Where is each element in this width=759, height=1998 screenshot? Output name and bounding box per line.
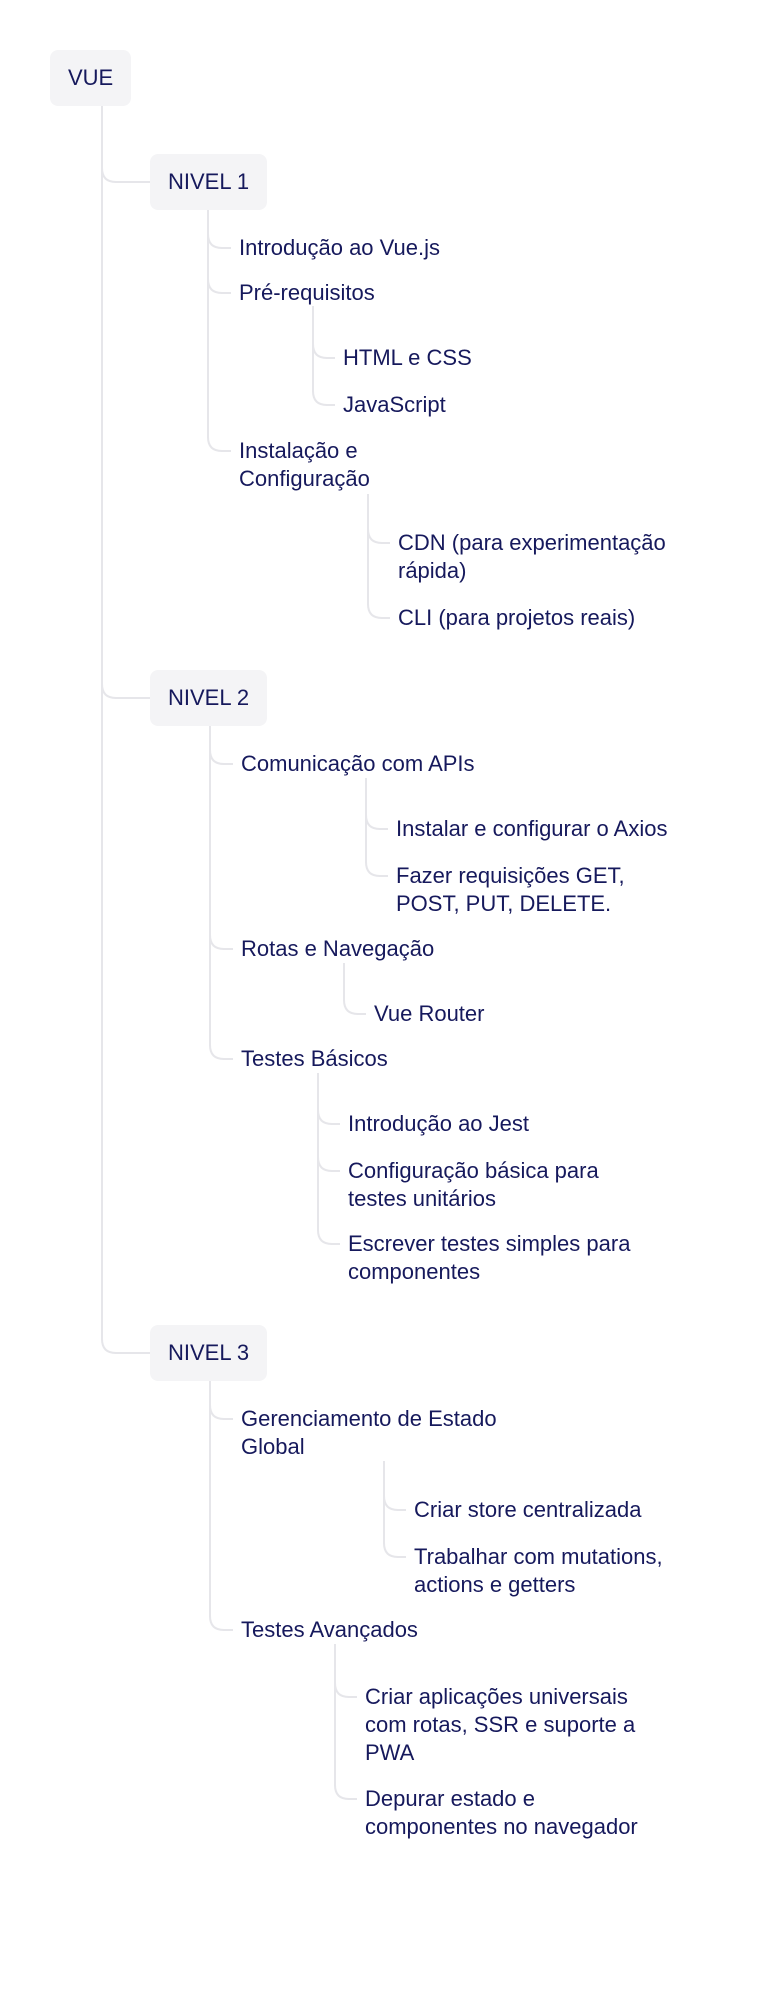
- subtopic-mutations[interactable]: Trabalhar com mutations, actions e gette…: [414, 1544, 663, 1597]
- connector-line: [383, 1461, 406, 1511]
- connector-line: [312, 306, 335, 406]
- topic-instalacao[interactable]: Instalação e Configuração: [239, 438, 370, 491]
- connector-line: [101, 106, 150, 1354]
- connector-line: [209, 726, 233, 1060]
- connector-line: [312, 306, 335, 359]
- subtopic-cli[interactable]: CLI (para projetos reais): [398, 605, 636, 630]
- connector-line: [365, 778, 388, 830]
- connector-line: [207, 210, 231, 249]
- connector-line: [101, 106, 150, 183]
- subtopic-cdn[interactable]: CDN (para experimentação rápida): [398, 530, 666, 583]
- subtopic-config-testes[interactable]: Configuração básica para testes unitário…: [348, 1158, 599, 1211]
- connector-line: [383, 1461, 406, 1558]
- subtopic-vue-router[interactable]: Vue Router: [374, 1001, 485, 1026]
- level-node-1[interactable]: NIVEL 1: [150, 154, 268, 210]
- connector-line: [367, 494, 390, 619]
- subtopic-javascript[interactable]: JavaScript: [343, 392, 446, 417]
- connector-line: [317, 1073, 340, 1245]
- connector-line: [334, 1644, 357, 1698]
- connector-line: [207, 210, 231, 294]
- topic-intro-vue[interactable]: Introdução ao Vue.js: [239, 235, 440, 260]
- root-node[interactable]: VUE: [50, 50, 132, 106]
- connector-line: [207, 210, 231, 452]
- connector-line: [334, 1644, 357, 1800]
- level-node-2[interactable]: NIVEL 2: [150, 670, 268, 726]
- subtopic-requisicoes[interactable]: Fazer requisições GET, POST, PUT, DELETE…: [396, 863, 625, 916]
- connector-line: [343, 963, 366, 1015]
- connector-line: [365, 778, 388, 877]
- subtopic-jest[interactable]: Introdução ao Jest: [348, 1111, 530, 1136]
- topic-gerenciamento-estado[interactable]: Gerenciamento de Estado Global: [241, 1406, 497, 1459]
- connector-line: [317, 1073, 340, 1172]
- connector-line: [317, 1073, 340, 1125]
- topic-pre-requisitos[interactable]: Pré-requisitos: [239, 280, 375, 305]
- subtopic-aplicacoes-universais[interactable]: Criar aplicações universais com rotas, S…: [365, 1684, 636, 1765]
- connector-line: [209, 726, 233, 765]
- connector-line: [367, 494, 390, 544]
- topic-testes-avancados[interactable]: Testes Avançados: [241, 1617, 418, 1642]
- connector-line: [209, 1381, 233, 1631]
- subtopic-axios[interactable]: Instalar e configurar o Axios: [396, 816, 668, 841]
- topic-comunicacao-apis[interactable]: Comunicação com APIs: [241, 751, 475, 776]
- subtopic-depurar[interactable]: Depurar estado e componentes no navegado…: [365, 1786, 638, 1839]
- topic-rotas-navegacao[interactable]: Rotas e Navegação: [241, 936, 435, 961]
- connector-line: [209, 726, 233, 950]
- connector-line: [101, 106, 150, 699]
- subtopic-store[interactable]: Criar store centralizada: [414, 1497, 642, 1522]
- topic-testes-basicos[interactable]: Testes Básicos: [241, 1046, 388, 1071]
- subtopic-html-css[interactable]: HTML e CSS: [343, 345, 472, 370]
- connector-line: [209, 1381, 233, 1420]
- level-node-3[interactable]: NIVEL 3: [150, 1325, 268, 1381]
- subtopic-testes-componentes[interactable]: Escrever testes simples para componentes: [348, 1231, 631, 1284]
